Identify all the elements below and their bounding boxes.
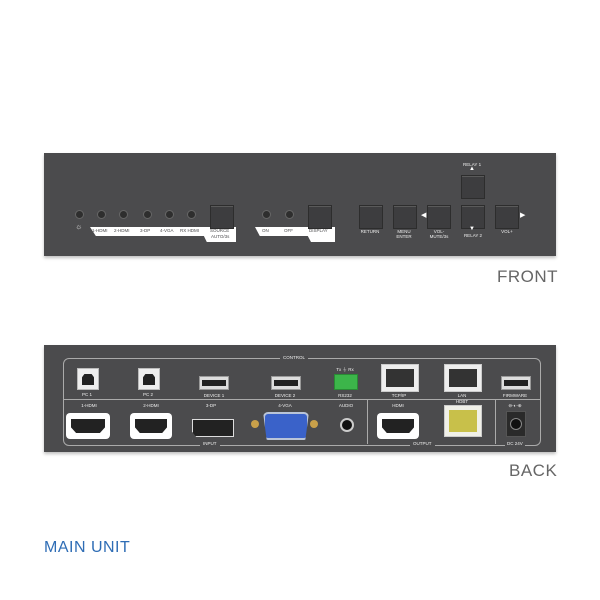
menu-enter-button[interactable]: [393, 205, 417, 229]
display-button[interactable]: [308, 205, 332, 229]
led-power: [75, 210, 84, 219]
label-3-dp: 3-DP: [140, 228, 151, 233]
device1-usb-port: [199, 376, 229, 390]
hdbt-port: [444, 405, 482, 437]
control-label: CONTROL: [280, 355, 309, 360]
label-2-hdmi: 2-HDMI: [114, 228, 130, 233]
led-4-vga: [165, 210, 174, 219]
back-title: BACK: [509, 461, 558, 480]
hdbt-label: HDBT: [455, 399, 469, 404]
enter-label: ENTER: [396, 234, 412, 239]
led-rx-hdmi: [187, 210, 196, 219]
arrow-right-icon: ▶: [520, 212, 526, 219]
device1-label: DEVICE 1: [203, 393, 225, 398]
lan-port: [444, 364, 482, 392]
device2-usb-port: [271, 376, 301, 390]
power-led-icon: ☼: [75, 222, 83, 231]
output-label: OUTPUT: [410, 441, 435, 446]
audio-label: AUDIO: [338, 403, 354, 408]
menu-label: MENU: [397, 229, 411, 234]
tcpip-port: [381, 364, 419, 392]
output-divider-right: [495, 400, 496, 444]
return-button[interactable]: [359, 205, 383, 229]
dp-label: 3-DP: [205, 403, 217, 408]
vol-minus-label: VOL-: [433, 229, 445, 234]
pc2-label: PC 2: [142, 392, 153, 397]
firmware-usb-port: [501, 376, 531, 390]
tcpip-label: TCP/IP: [391, 393, 407, 398]
vga-input-port: [263, 412, 309, 440]
display-label: DISPLAY: [309, 228, 328, 233]
vga-screw-left: [251, 420, 259, 428]
source-label: SOURCE: [210, 228, 230, 233]
label-1-hdmi: 1-HDMI: [92, 228, 108, 233]
hdmi2-input-port: [130, 413, 172, 439]
hdmi-output-port: [377, 413, 419, 439]
caption: MAIN UNIT: [44, 539, 131, 556]
hdmi-out-label: HDMI: [392, 403, 404, 408]
front-title: FRONT: [497, 267, 559, 286]
firmware-label: FIRMWARE: [502, 393, 528, 398]
label-rx-hdmi: RX HDMI: [180, 228, 199, 233]
rs232-label: RS232: [338, 393, 352, 398]
arrow-up-icon: ▲: [469, 166, 475, 172]
vol-plus-button[interactable]: [495, 205, 519, 229]
arrow-left-icon: ◀: [421, 212, 427, 219]
dc-label: DC 24V: [505, 441, 525, 446]
vga-label: 4-VGA: [278, 403, 292, 408]
vol-plus-label: VOL+: [501, 229, 513, 234]
pc1-usb-b-port: [77, 368, 99, 390]
rs232-top-label: Tx ⏚ Rx: [336, 367, 354, 372]
lan-label: LAN: [457, 393, 467, 398]
displayport-input-port: [192, 419, 234, 437]
dc-power-jack: [506, 411, 526, 437]
device2-label: DEVICE 2: [274, 393, 296, 398]
label-off: OFF: [284, 228, 293, 233]
pc2-usb-b-port: [138, 368, 160, 390]
dc-polarity-icon: ⊖-◐-⊕: [508, 403, 522, 408]
mute-label: MUTE/3s: [429, 234, 449, 239]
vga-screw-right: [310, 420, 318, 428]
led-off: [285, 210, 294, 219]
output-divider-left: [367, 400, 368, 444]
input-label: INPUT: [200, 441, 220, 446]
led-3-dp: [143, 210, 152, 219]
relay2-label: RELAY 2: [463, 233, 483, 238]
hdmi1-label: 1-HDMI: [81, 403, 97, 408]
return-label: RETURN: [360, 229, 380, 234]
vol-minus-button[interactable]: [427, 205, 451, 229]
hdmi1-input-port: [66, 413, 110, 439]
arrow-down-icon: ▼: [469, 226, 475, 232]
relay1-label: RELAY 1: [463, 162, 482, 167]
hdmi2-label: 2-HDMI: [143, 403, 159, 408]
front-panel: [44, 153, 556, 256]
relay1-button[interactable]: [461, 175, 485, 199]
led-on: [262, 210, 271, 219]
audio-jack: [340, 418, 354, 432]
relay2-button[interactable]: [461, 205, 485, 229]
pc1-label: PC 1: [81, 392, 92, 397]
source-sublabel: AUTO/3s: [211, 234, 230, 239]
led-1-hdmi: [97, 210, 106, 219]
rs232-terminal: [334, 374, 358, 390]
label-on: ON: [262, 228, 269, 233]
label-4-vga: 4-VGA: [160, 228, 174, 233]
row-divider: [63, 399, 540, 400]
source-button[interactable]: [210, 205, 234, 229]
led-2-hdmi: [119, 210, 128, 219]
